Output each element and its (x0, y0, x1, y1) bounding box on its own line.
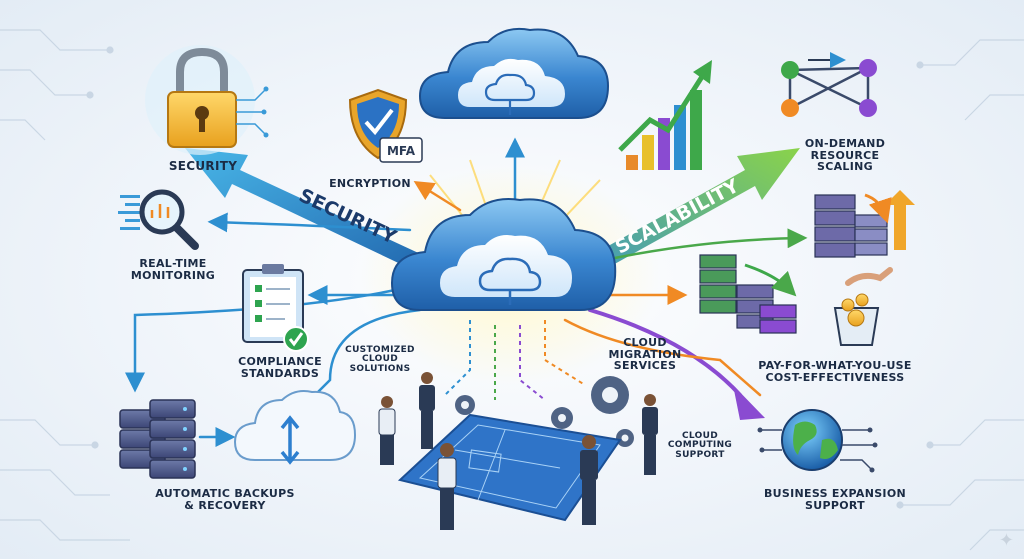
arrow-to-encryption (413, 181, 462, 212)
backup-servers-icon (119, 399, 196, 479)
sparkle-icon: ✦ (998, 530, 1014, 550)
clipboard-checklist-icon (242, 264, 309, 352)
arrow-to-scaling (603, 228, 808, 262)
business-expansion-label: Business Expansion Support (764, 487, 906, 512)
padlock-icon (145, 45, 269, 155)
cloud-migration-label: Cloud Migration Services (608, 336, 682, 373)
person-icon (419, 372, 435, 449)
node-graph-icon (781, 52, 877, 117)
mfa-text: MFA (387, 144, 416, 158)
scaling-servers-icon (814, 194, 888, 258)
shield-mfa-icon (348, 88, 423, 163)
central-cloud-icon (390, 198, 617, 311)
arrow-to-expansion (588, 308, 742, 397)
realtime-monitoring-label: Real-time Monitoring (130, 257, 216, 282)
coins-jar-icon (833, 267, 893, 346)
pay-for-use-label: Pay-for-what-you-use Cost-effectiveness (758, 359, 912, 384)
growth-chart-icon (618, 60, 712, 170)
encryption-label: Encryption (329, 177, 411, 190)
purple-arrowhead (733, 385, 765, 420)
arrow-to-monitoring (207, 212, 412, 233)
magnifier-monitoring-icon (118, 189, 199, 250)
arrow-to-backups (294, 308, 422, 416)
person-icon (378, 396, 396, 465)
backup-cloud-icon (233, 390, 357, 465)
blueprint-board (397, 413, 622, 522)
person-icon (580, 435, 598, 525)
top-cloud-icon (418, 27, 610, 119)
customized-solutions-label: Customized Cloud Solutions (345, 345, 415, 374)
security-label: Security (168, 159, 238, 173)
up-arrow-icon (885, 190, 915, 250)
globe-icon (757, 409, 878, 473)
on-demand-scaling-label: On-Demand Resource Scaling (804, 137, 886, 174)
compliance-standards-label: Compliance Standards (238, 355, 322, 380)
person-icon (642, 394, 658, 475)
cloud-computing-support-label: Cloud Computing Support (667, 431, 733, 460)
person-icon (437, 443, 457, 530)
gear-icons (455, 376, 634, 447)
scalability-arrow (565, 148, 800, 286)
circuit-traces (0, 29, 1024, 551)
security-arrow (185, 148, 455, 286)
arrow-orange-lower (563, 318, 762, 397)
automatic-backups-label: Automatic Backups & Recovery (155, 487, 295, 512)
cost-servers-icon (699, 254, 797, 334)
